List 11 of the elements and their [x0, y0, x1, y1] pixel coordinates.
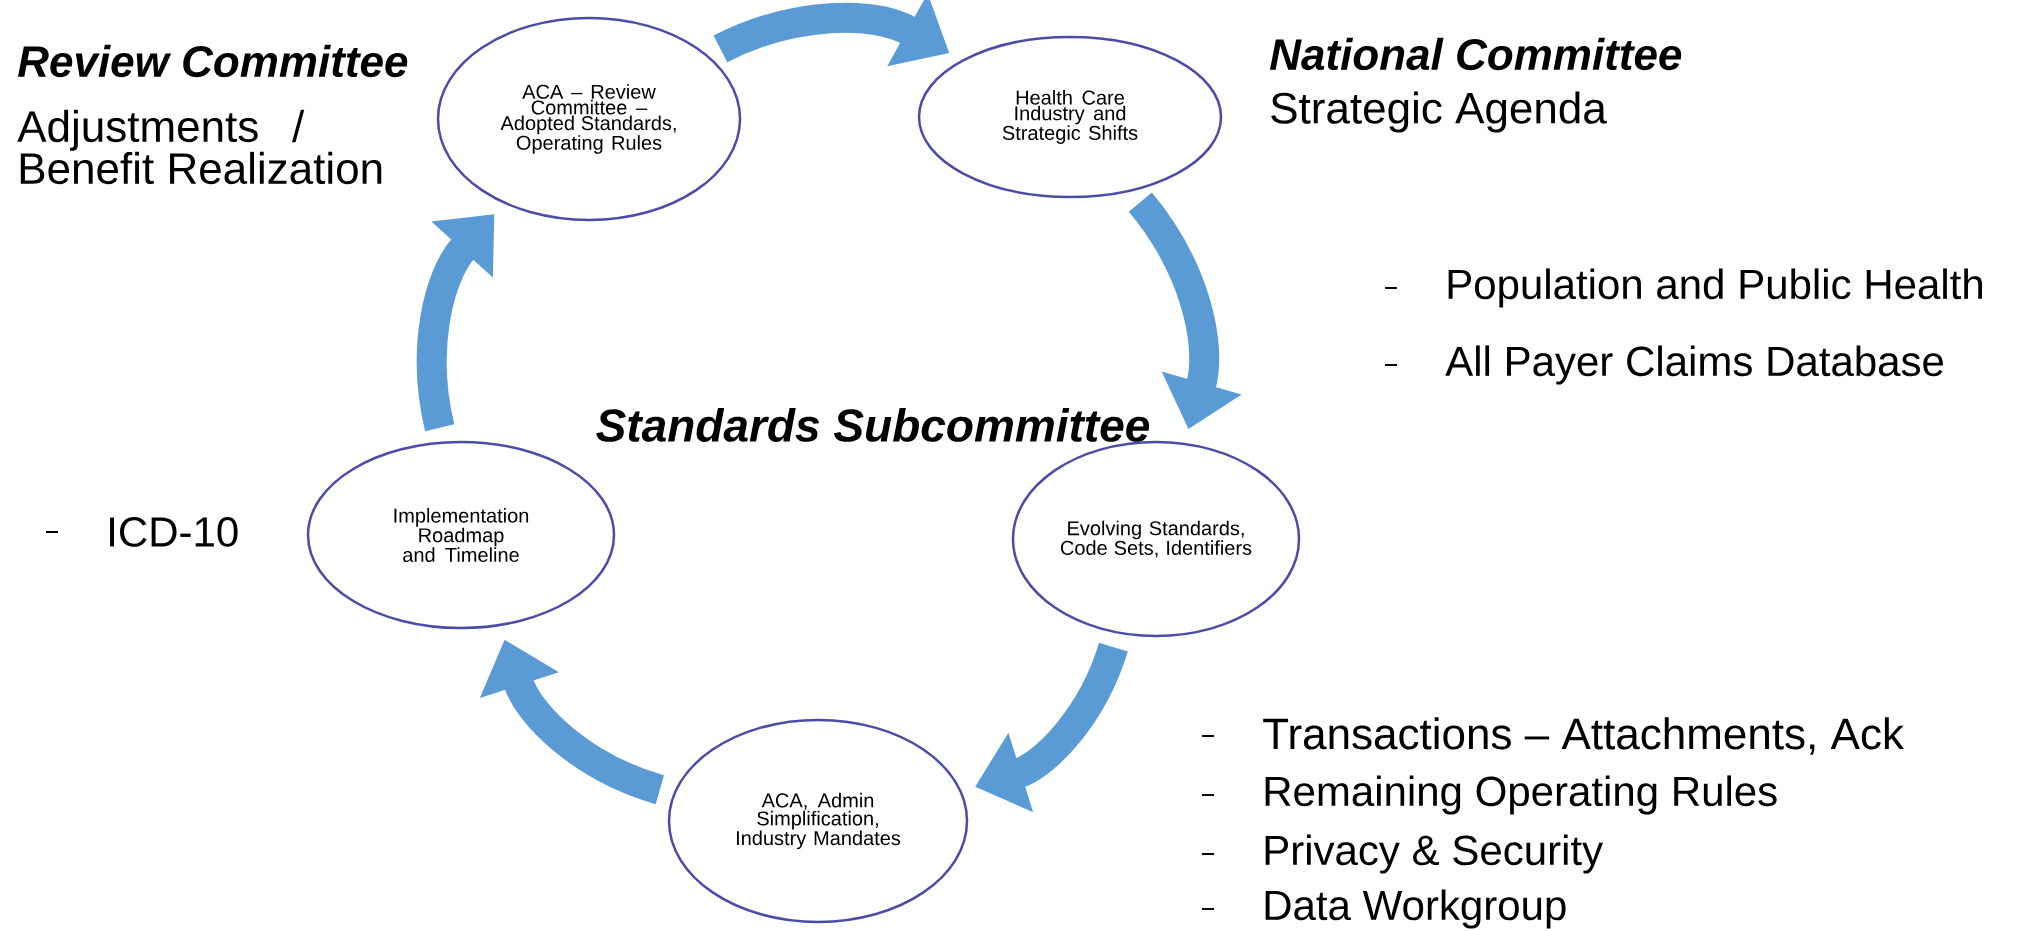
section-title: National Committee: [1270, 37, 1682, 71]
bullet-item: ICD-10: [110, 517, 238, 547]
bullet-item: Remaining Operating Rules: [1265, 775, 1777, 815]
bullet-item: Population and Public Health: [1448, 268, 1982, 308]
bullet-item: All Payer Claims Database: [1445, 345, 1943, 385]
section-title: Standards Subcommittee: [596, 408, 1150, 442]
subtitle: Strategic Agenda: [1271, 91, 1607, 133]
bullet-item: Transactions – Attachments, Ack: [1263, 717, 1904, 755]
subtitle: Adjustments / Benefit Realization: [17, 109, 382, 185]
bullet-item: Privacy & Security: [1265, 834, 1603, 874]
bullet-item: Data Workgroup: [1265, 889, 1566, 929]
